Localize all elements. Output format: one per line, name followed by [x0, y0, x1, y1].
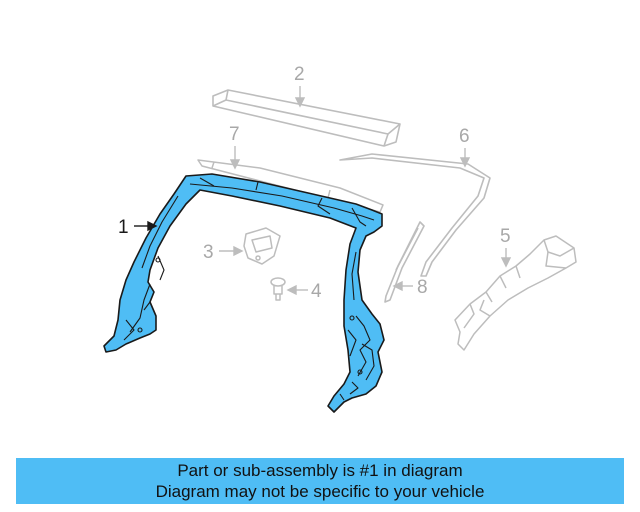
callout-1: 1 — [118, 217, 129, 238]
leader-8 — [392, 280, 413, 292]
leader-6 — [459, 148, 471, 168]
part-5-rear-bracket[interactable] — [454, 235, 577, 351]
callout-3: 3 — [203, 242, 214, 263]
callout-2: 2 — [294, 64, 305, 85]
part-2-roof-header-rail[interactable] — [212, 89, 401, 147]
leader-7 — [229, 146, 241, 170]
parts-diagram: 2 7 6 8 5 — [103, 64, 577, 413]
banner-line-disclaimer: Diagram may not be specific to your vehi… — [155, 482, 485, 501]
callout-6: 6 — [459, 126, 470, 147]
leader-2 — [294, 86, 306, 108]
part-6-roof-side-molding[interactable] — [339, 153, 491, 277]
callout-8: 8 — [417, 277, 428, 298]
leader-3 — [219, 245, 244, 257]
callout-5: 5 — [500, 226, 511, 247]
callout-7: 7 — [229, 124, 240, 145]
diagram-info-banner: Part or sub-assembly is #1 in diagram Di… — [16, 458, 624, 504]
leader-1 — [134, 220, 158, 232]
banner-line-part-number: Part or sub-assembly is #1 in diagram — [177, 461, 463, 480]
part-8-pillar-molding[interactable] — [384, 221, 425, 303]
leader-5 — [500, 248, 512, 268]
part-4-bolt[interactable] — [270, 277, 286, 301]
part-3-bracket-plate[interactable] — [243, 227, 281, 265]
part-1-windshield-frame[interactable] — [103, 173, 385, 413]
leader-4 — [286, 284, 308, 296]
part-7-header-trim[interactable] — [197, 159, 384, 213]
callout-4: 4 — [311, 281, 322, 302]
